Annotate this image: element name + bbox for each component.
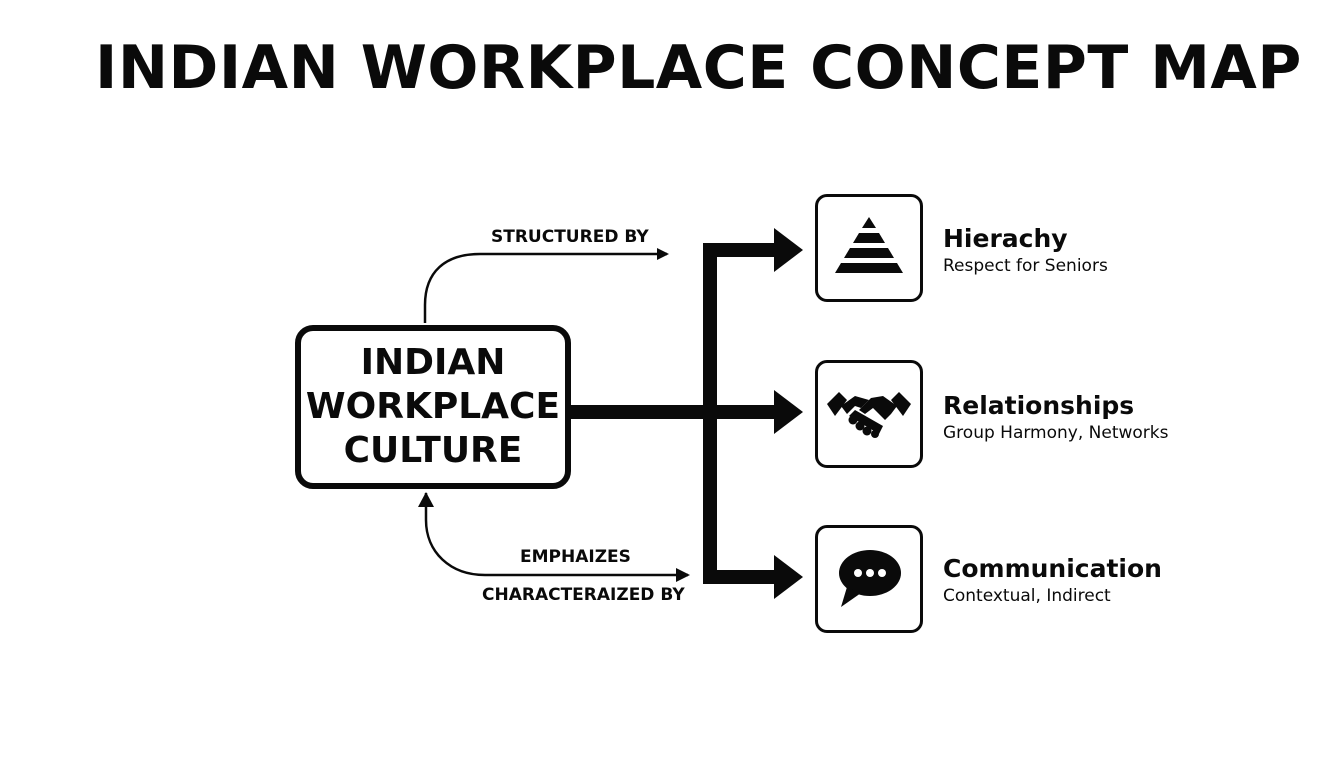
edge-label-structured-by: STRUCTURED BY xyxy=(491,227,649,247)
central-node-label: INDIAN WORKPLACE CULTURE xyxy=(301,341,565,473)
central-node: INDIAN WORKPLACE CULTURE xyxy=(295,325,571,489)
edge-label-emphasizes: EMPHAIZES xyxy=(520,547,631,567)
relationships-icon-box xyxy=(815,360,923,468)
edge-label-characterized-by: CHARACTERAIZED BY xyxy=(482,585,685,605)
handshake-icon xyxy=(827,392,911,438)
branch-communication-arrowhead xyxy=(774,555,803,599)
concept-hierachy: Hierachy Respect for Seniors xyxy=(943,224,1108,277)
concept-subtitle: Contextual, Indirect xyxy=(943,586,1111,606)
concept-subtitle: Group Harmony, Networks xyxy=(943,423,1169,443)
concept-relationships: Relationships Group Harmony, Networks xyxy=(943,391,1169,444)
concept-communication: Communication Contextual, Indirect xyxy=(943,554,1162,607)
central-node-line: WORKPLACE xyxy=(305,386,561,427)
hierachy-icon-box xyxy=(815,194,923,302)
emphasizes-arrowhead xyxy=(418,492,434,507)
characterized-by-arrowhead xyxy=(676,568,690,582)
branch-hierachy-arrowhead xyxy=(774,228,803,272)
structured-by-arrow xyxy=(423,248,669,323)
pyramid-icon xyxy=(835,217,903,273)
concept-title: Hierachy xyxy=(943,224,1068,253)
branch-relationships-arrowhead xyxy=(774,390,803,434)
page-title: INDIAN WORKPLACE CONCEPT MAP xyxy=(95,33,1302,103)
speech-bubble-icon xyxy=(839,550,901,607)
concept-subtitle: Respect for Seniors xyxy=(943,256,1108,276)
communication-icon-box xyxy=(815,525,923,633)
central-node-line: CULTURE xyxy=(343,430,523,471)
central-node-line: INDIAN xyxy=(360,342,506,383)
concept-title: Relationships xyxy=(943,391,1135,420)
concept-title: Communication xyxy=(943,554,1162,583)
emphasizes-arrow xyxy=(424,493,688,577)
